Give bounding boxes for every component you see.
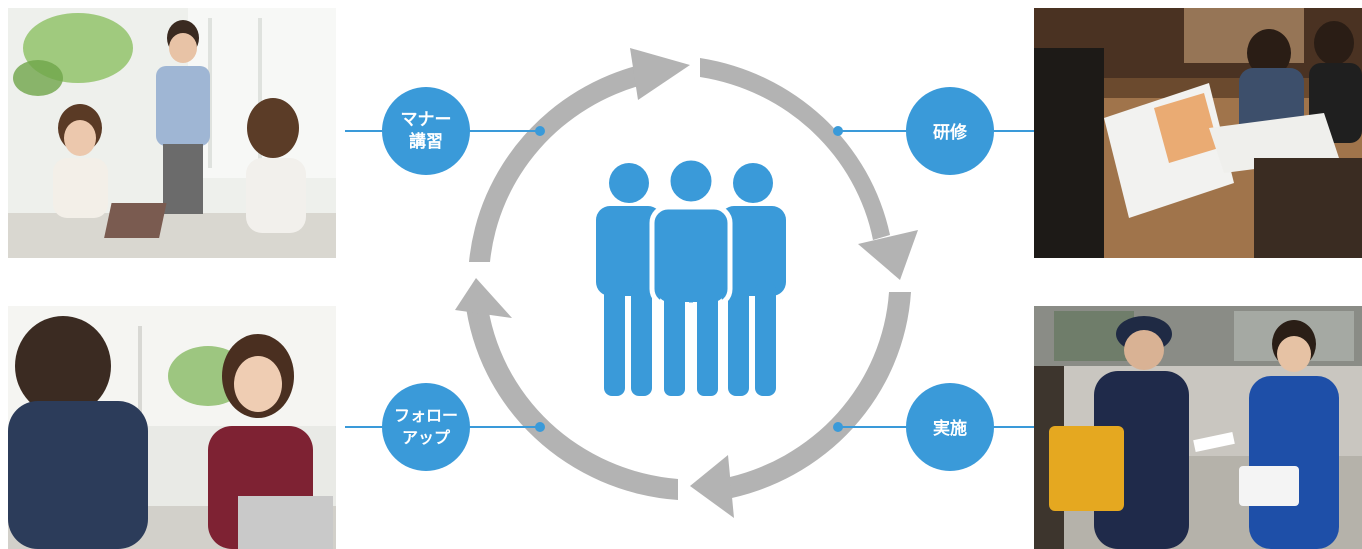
connector-dot-implementation (833, 422, 843, 432)
cycle-arrow-training (700, 58, 890, 240)
group-of-people-icon (596, 155, 786, 400)
step-bubble-implementation (906, 383, 994, 471)
cycle-arrow-followup (465, 300, 678, 500)
connector-dot-manners (535, 126, 545, 136)
step-label-manners-line2: 講習 (409, 131, 443, 152)
step-implementation: 実施 (906, 383, 994, 471)
photo-office-team (8, 8, 336, 258)
photo-training-session (1034, 8, 1362, 258)
connector-dot-training (833, 126, 843, 136)
step-bubble-training (906, 87, 994, 175)
step-bubble-manners (382, 87, 470, 175)
cycle-arrow-training-head (858, 230, 918, 280)
step-label-manners-line1: マナー (401, 110, 452, 130)
step-bubble-followup (382, 383, 470, 471)
cycle-arrow-followup-head (455, 278, 512, 318)
step-label-followup-line2: アップ (402, 428, 451, 447)
cycle-arrow-implementation-head (690, 455, 734, 518)
step-label-training: 研修 (933, 122, 968, 143)
photo-consultation (8, 306, 336, 549)
photo-street-distribution (1034, 306, 1362, 549)
step-followup: フォロー アップ (382, 383, 470, 471)
cycle-arrow-manners (469, 64, 646, 262)
cycle-arrow-implementation (721, 292, 911, 500)
cycle-arrow-manners-head (630, 48, 690, 100)
connector-dots (535, 126, 843, 432)
connector-dot-followup (535, 422, 545, 432)
step-label-implementation: 実施 (933, 418, 967, 439)
step-label-followup-line1: フォロー (394, 406, 458, 425)
cycle-arrows (455, 48, 918, 518)
step-training: 研修 (906, 87, 994, 175)
step-manners: マナー 講習 (382, 87, 470, 175)
